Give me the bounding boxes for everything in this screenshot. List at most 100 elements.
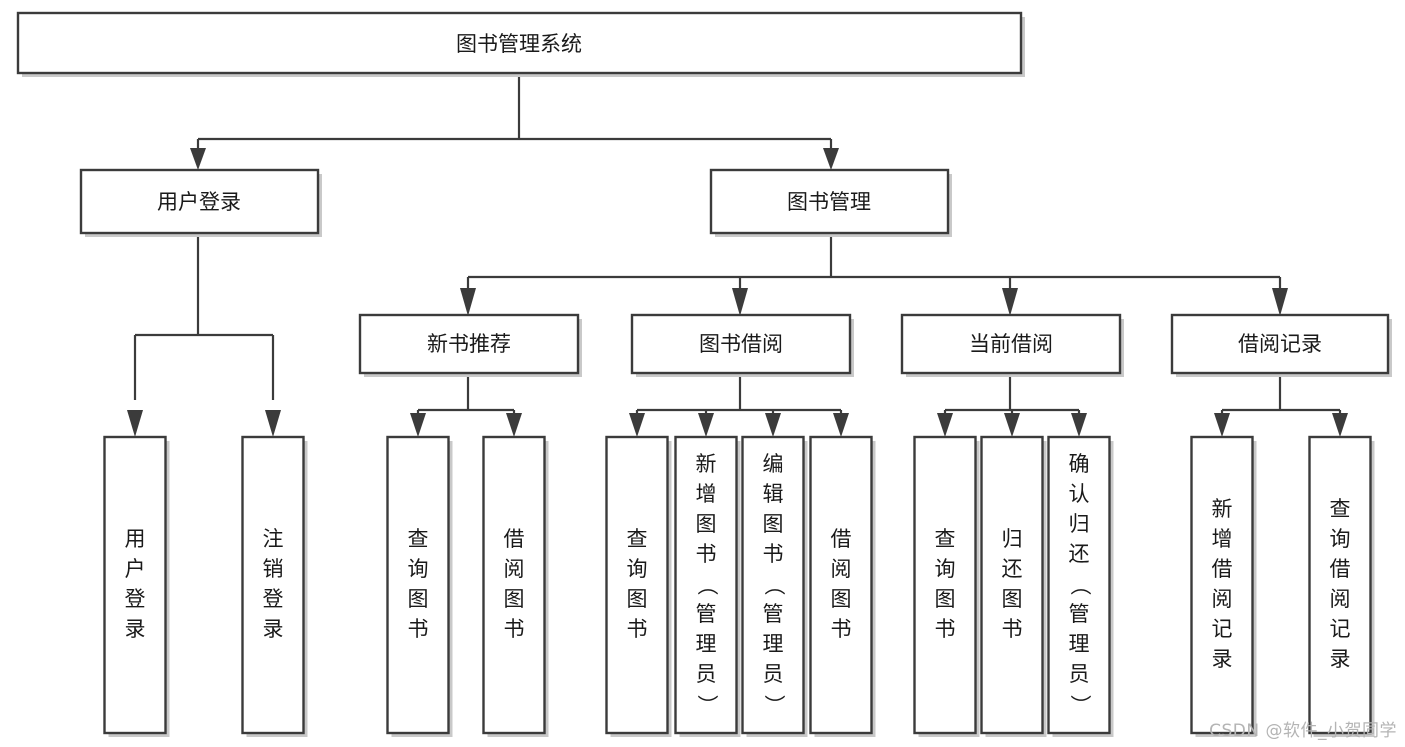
svg-text:还: 还 xyxy=(1069,542,1090,566)
svg-text:登: 登 xyxy=(263,587,284,611)
svg-text:书: 书 xyxy=(408,617,429,641)
svg-text:阅: 阅 xyxy=(831,557,852,581)
svg-text:借: 借 xyxy=(1330,557,1351,581)
svg-text:书: 书 xyxy=(696,542,717,566)
svg-text:借: 借 xyxy=(1212,557,1233,581)
new-book-recommend-box[interactable] xyxy=(358,313,580,375)
node-book-borrow[interactable]: 图书借阅 xyxy=(630,313,854,377)
svg-text:询: 询 xyxy=(1330,527,1351,551)
svg-text:（: （ xyxy=(762,575,786,596)
svg-text:新: 新 xyxy=(696,452,717,476)
borrow-record-box[interactable] xyxy=(1170,313,1390,375)
leaf-query-book-3-box[interactable] xyxy=(913,435,977,735)
arrowhead-leaf-edit-book xyxy=(765,413,781,437)
svg-text:图: 图 xyxy=(627,587,648,611)
svg-text:登: 登 xyxy=(125,587,146,611)
svg-text:管: 管 xyxy=(763,602,784,626)
leaf-logout-login-box[interactable] xyxy=(241,435,305,735)
leaf-query-book-1-box[interactable] xyxy=(386,435,450,735)
leaf-query-record-box[interactable] xyxy=(1308,435,1372,735)
arrowhead-book-management xyxy=(823,148,839,170)
book-management-box[interactable] xyxy=(709,168,950,235)
connectors-layer xyxy=(127,75,1348,437)
svg-text:确: 确 xyxy=(1069,452,1090,476)
leaf-borrow-book-1-box[interactable] xyxy=(482,435,546,735)
svg-text:户: 户 xyxy=(125,557,146,581)
svg-text:图: 图 xyxy=(504,587,525,611)
svg-text:查: 查 xyxy=(935,527,956,551)
user-login-box[interactable] xyxy=(79,168,320,235)
svg-text:辑: 辑 xyxy=(763,482,784,506)
svg-text:书: 书 xyxy=(831,617,852,641)
svg-text:书: 书 xyxy=(763,542,784,566)
arrowhead-leaf-query-book-1 xyxy=(410,413,426,437)
node-user-login[interactable]: 用户登录 xyxy=(79,168,322,237)
arrowhead-leaf-add-record xyxy=(1214,413,1230,437)
leaf-confirm-return-box[interactable] xyxy=(1047,435,1111,735)
arrowhead-new-book-recommend xyxy=(460,288,476,316)
leaf-borrow-book-2-box[interactable] xyxy=(809,435,873,735)
arrowhead-user-login xyxy=(190,148,206,170)
svg-text:记: 记 xyxy=(1330,617,1351,641)
borrow-record-label: 借阅记录 xyxy=(1238,332,1322,356)
leaf-return-book-box[interactable] xyxy=(980,435,1044,735)
node-borrow-record[interactable]: 借阅记录 xyxy=(1170,313,1392,377)
svg-text:（: （ xyxy=(695,575,719,596)
svg-text:录: 录 xyxy=(125,617,146,641)
leaf-add-record-box[interactable] xyxy=(1190,435,1254,735)
svg-text:查: 查 xyxy=(627,527,648,551)
svg-text:编: 编 xyxy=(763,452,784,476)
svg-text:图: 图 xyxy=(408,587,429,611)
leaf-edit-book-box[interactable] xyxy=(741,435,805,735)
arrowhead-leaf-query-record xyxy=(1332,413,1348,437)
svg-text:录: 录 xyxy=(1212,647,1233,671)
svg-text:）: ） xyxy=(762,695,786,716)
svg-text:归: 归 xyxy=(1002,527,1023,551)
book-borrow-label: 图书借阅 xyxy=(699,332,783,356)
user-login-label: 用户登录 xyxy=(157,190,241,214)
leaf-user-login-box[interactable] xyxy=(103,435,167,735)
node-book-management[interactable]: 图书管理 xyxy=(709,168,952,237)
node-leaf-user-login[interactable]: 用户登录 xyxy=(103,435,170,737)
svg-text:注: 注 xyxy=(263,527,284,551)
node-root[interactable]: 图书管理系统 xyxy=(16,11,1025,77)
leaf-query-book-2-box[interactable] xyxy=(605,435,669,735)
root-box[interactable] xyxy=(16,11,1023,75)
node-new-book-recommend[interactable]: 新书推荐 xyxy=(358,313,582,377)
leaf-nodes-layer: 用户登录注销登录查询图书借阅图书查询图书新增图书（管理员）编辑图书（管理员）借阅… xyxy=(103,435,1375,737)
svg-text:图: 图 xyxy=(935,587,956,611)
current-borrow-box[interactable] xyxy=(900,313,1122,375)
arrowhead-leaf-borrow-book-1 xyxy=(506,413,522,437)
arrowhead-leaf-borrow-book-2 xyxy=(833,413,849,437)
arrowhead-book-borrow xyxy=(732,288,748,316)
node-current-borrow[interactable]: 当前借阅 xyxy=(900,313,1124,377)
svg-text:还: 还 xyxy=(1002,557,1023,581)
svg-text:查: 查 xyxy=(1330,497,1351,521)
svg-text:图: 图 xyxy=(831,587,852,611)
arrowhead-current-borrow xyxy=(1002,288,1018,316)
svg-text:理: 理 xyxy=(696,632,717,656)
leaf-add-book-box[interactable] xyxy=(674,435,738,735)
arrowhead-leaf-user-login xyxy=(127,410,143,437)
book-borrow-box[interactable] xyxy=(630,313,852,375)
arrowhead-leaf-logout-login xyxy=(265,410,281,437)
svg-text:归: 归 xyxy=(1069,512,1090,536)
svg-text:阅: 阅 xyxy=(1330,587,1351,611)
